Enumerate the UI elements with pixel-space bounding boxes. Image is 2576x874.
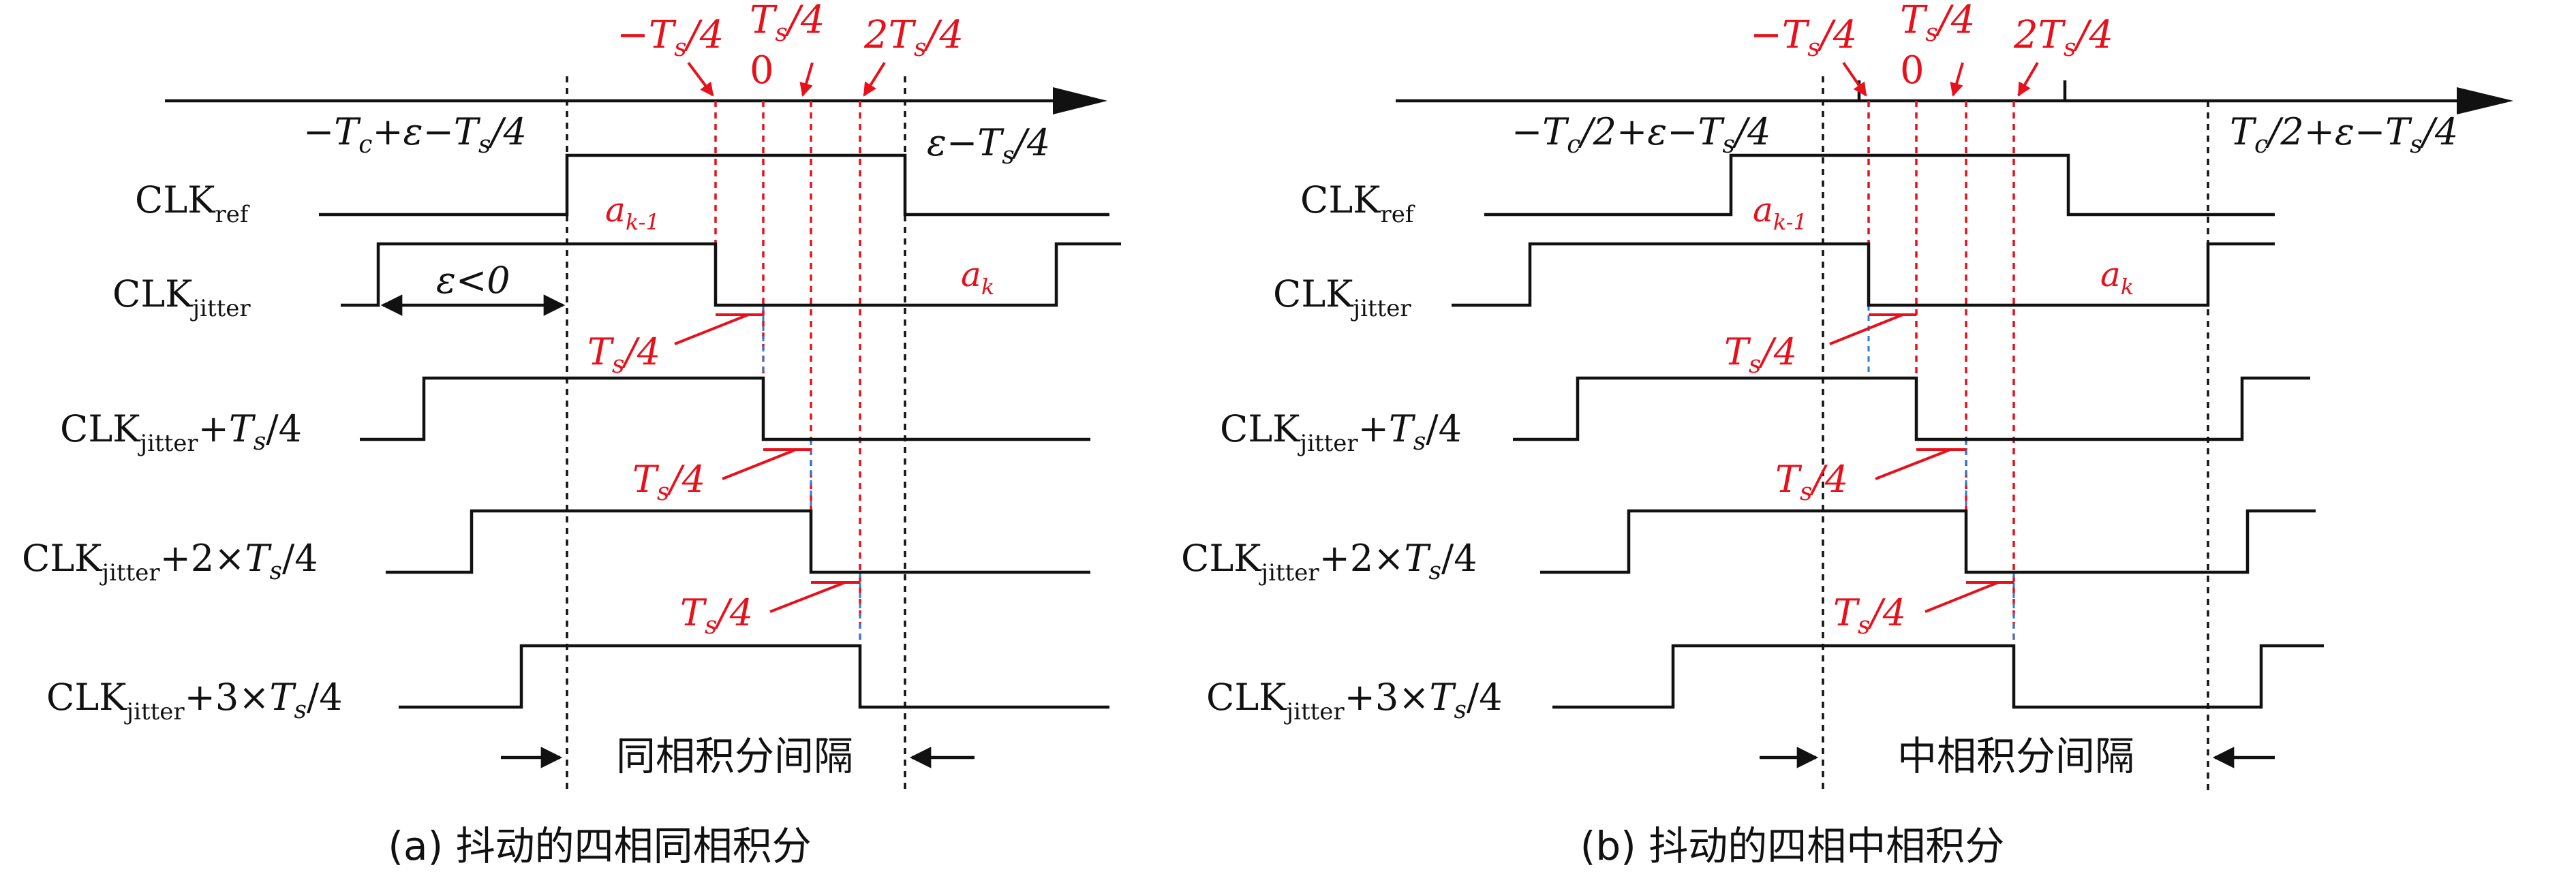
- delay-label-2-b: Ts/4: [1775, 458, 1848, 506]
- delay-label-1-a: Ts/4: [587, 330, 660, 379]
- delay-pointer-2-b: [1875, 448, 1951, 480]
- waveform-clk-ref-b: [1484, 153, 2275, 217]
- signal-label-clk-jitter-2ts4-b: CLKjitter+2×Ts/4: [1181, 537, 1477, 587]
- waveform-clk-jitter-ts4-b: [1513, 376, 2310, 441]
- ak-label-a: ak: [961, 255, 994, 300]
- epsilon-label-a: ε<0: [436, 259, 510, 302]
- signal-label-clk-jitter-3ts4-a: CLKjitter+3×Ts/4: [46, 676, 343, 725]
- delay-label-1-b: Ts/4: [1724, 330, 1797, 379]
- signal-label-clk-jitter-b: CLKjitter: [1273, 272, 1411, 322]
- signal-label-clk-ref-a: CLKref: [135, 178, 250, 228]
- delay-label-2-a: Ts/4: [632, 458, 705, 506]
- delay-pointer-3-b: [1925, 581, 1999, 613]
- time-axis-arrowhead-b: [2457, 87, 2513, 114]
- top-label-2ts4-b: 2Ts/4: [2013, 13, 2113, 62]
- ak-prev-label-a: ak-1: [605, 190, 660, 235]
- arrow-minus-ts4-a: [687, 61, 714, 97]
- waveform-clk-jitter-ts4-a: [360, 376, 1090, 441]
- interval-label-a: 同相积分间隔: [616, 733, 853, 779]
- arrow-ts4-b: [1950, 62, 1964, 97]
- delay-pointer-3-a: [769, 581, 846, 613]
- waveform-clk-jitter-b: [1452, 242, 2275, 307]
- waveform-clk-ref-a: [319, 153, 1109, 217]
- signal-label-clk-jitter-ts4-a: CLKjitter+Ts/4: [60, 407, 302, 457]
- caption-b: (b) 抖动的四相中相积分: [1580, 823, 2005, 869]
- top-label-minus-ts4-a: −Ts/4: [617, 13, 724, 62]
- panel-a: −Ts/4 Ts/4 0 2Ts/4 −Tc+ε−Ts/4 ε−Ts/4 CLK…: [22, 0, 1121, 869]
- delay-label-3-a: Ts/4: [680, 591, 753, 640]
- delay-pointer-2-a: [722, 448, 797, 480]
- panel-b: −Ts/4 Ts/4 0 2Ts/4 −Tc/2+ε−Ts/4 Tc/2+ε−T…: [1181, 0, 2513, 869]
- right-boundary-label-b: Tc/2+ε−Ts/4: [2230, 110, 2458, 159]
- interval-label-b: 中相积分间隔: [1897, 733, 2134, 779]
- arrow-2ts4-b: [2017, 61, 2039, 97]
- signal-label-clk-jitter-3ts4-b: CLKjitter+3×Ts/4: [1206, 676, 1503, 725]
- signal-label-clk-jitter-ts4-b: CLKjitter+Ts/4: [1220, 407, 1462, 457]
- signal-label-clk-jitter-2ts4-a: CLKjitter+2×Ts/4: [22, 537, 318, 587]
- signal-label-clk-ref-b: CLKref: [1300, 178, 1415, 228]
- top-label-minus-ts4-b: −Ts/4: [1750, 13, 1857, 62]
- arrow-minus-ts4-b: [1842, 61, 1867, 97]
- top-label-zero-b: 0: [1900, 48, 1925, 93]
- delay-pointer-1-a: [674, 313, 749, 345]
- top-label-ts4-a: Ts/4: [750, 0, 825, 47]
- arrow-ts4-a: [799, 62, 814, 97]
- top-label-ts4-b: Ts/4: [1900, 0, 1975, 47]
- waveform-clk-jitter-a: [341, 242, 1121, 307]
- waveform-clk-jitter-2ts4-b: [1540, 509, 2316, 574]
- ak-prev-label-b: ak-1: [1753, 190, 1807, 235]
- delay-label-3-b: Ts/4: [1833, 591, 1906, 640]
- top-label-2ts4-a: 2Ts/4: [863, 13, 964, 62]
- waveform-clk-jitter-3ts4-a: [399, 644, 1109, 709]
- left-boundary-label-b: −Tc/2+ε−Ts/4: [1512, 110, 1771, 159]
- caption-a: (a) 抖动的四相同相积分: [388, 823, 811, 869]
- signal-label-clk-jitter-a: CLKjitter: [112, 272, 251, 322]
- time-axis-arrowhead-a: [1053, 87, 1107, 114]
- right-boundary-label-a: ε−Ts/4: [927, 121, 1050, 170]
- waveform-clk-jitter-3ts4-b: [1552, 644, 2324, 709]
- top-label-zero-a: 0: [750, 48, 774, 93]
- arrow-2ts4-a: [863, 61, 886, 97]
- delay-pointer-1-b: [1829, 313, 1903, 345]
- left-boundary-label-a: −Tc+ε−Ts/4: [303, 110, 527, 159]
- waveform-clk-jitter-2ts4-a: [386, 509, 1090, 574]
- ak-label-b: ak: [2100, 255, 2134, 300]
